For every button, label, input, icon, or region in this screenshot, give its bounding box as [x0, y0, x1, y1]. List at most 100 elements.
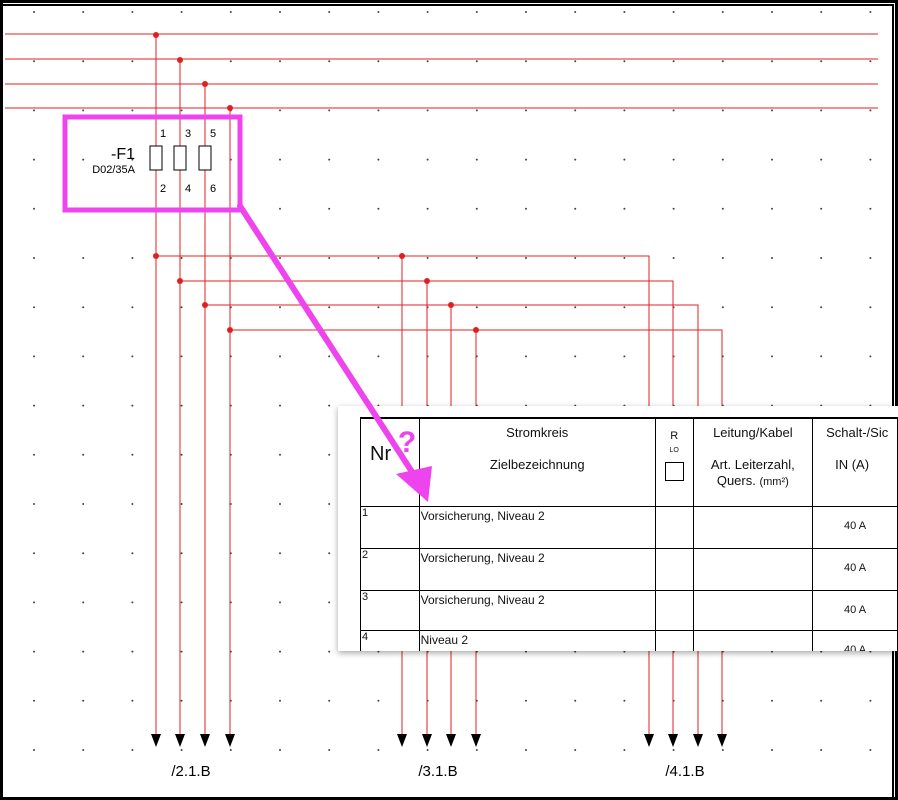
grid-dot: [525, 109, 527, 112]
terminal-label: 2: [160, 183, 166, 195]
header-leitung-unit: (mm²): [759, 476, 789, 488]
grid-dot: [82, 699, 85, 702]
table-row[interactable]: 1 Vorsicherung, Niveau 2 40 A: [360, 505, 898, 549]
row-strom[interactable]: 40 A: [812, 505, 898, 549]
row-zielbezeichnung[interactable]: Vorsicherung, Niveau 2: [418, 589, 656, 631]
grid-dot: [328, 60, 331, 63]
arrow-down-icon: [446, 734, 456, 747]
grid-dot: [279, 11, 281, 13]
grid-dot: [574, 109, 577, 112]
row-rlo[interactable]: [654, 629, 694, 651]
rlo-checkbox[interactable]: [664, 462, 684, 482]
grid-dot: [328, 503, 331, 505]
row-strom[interactable]: 40 A: [812, 629, 898, 651]
grid-dot: [180, 257, 183, 259]
row-leitung[interactable]: [692, 589, 814, 631]
row-leitung[interactable]: [692, 547, 814, 591]
grid-dot: [131, 404, 134, 407]
grid-dot: [33, 503, 35, 505]
grid-dot: [574, 749, 577, 751]
header-leitung-sub2: Quers.: [716, 473, 756, 488]
junction-dot: [227, 105, 233, 111]
header-rlo-sub: LO: [669, 447, 679, 455]
grid-dot: [574, 650, 577, 653]
grid-dot: [869, 11, 872, 13]
grid-dot: [279, 503, 281, 505]
grid-dot: [574, 11, 577, 13]
grid-dot: [426, 257, 429, 259]
table-row[interactable]: 2 Vorsicherung, Niveau 2 40 A: [360, 547, 898, 591]
grid-dot: [623, 158, 626, 161]
cross-reference[interactable]: /3.1.B: [418, 763, 457, 780]
grid-dot: [574, 257, 577, 259]
grid-dot: [623, 109, 626, 112]
junction-dot: [202, 302, 208, 308]
junction-dot: [202, 81, 208, 87]
grid-dot: [771, 109, 773, 112]
row-zielbezeichnung[interactable]: Niveau 2: [418, 629, 656, 651]
grid-dot: [82, 60, 85, 63]
grid-dot: [672, 158, 675, 161]
grid-dot: [279, 453, 281, 456]
grid-dot: [771, 749, 773, 751]
grid-dot: [180, 650, 183, 653]
grid-dot: [131, 650, 134, 653]
grid-dot: [869, 207, 872, 210]
grid-dot: [82, 601, 85, 604]
junction-dot: [177, 57, 183, 63]
grid-dot: [672, 749, 675, 751]
grid-dot: [623, 207, 626, 210]
fuse-rating: D02/35A: [92, 164, 135, 176]
grid-dot: [771, 699, 773, 702]
grid-dot: [131, 257, 134, 259]
row-leitung[interactable]: [692, 629, 814, 651]
bus-bars: [5, 33, 878, 109]
grid-dot: [820, 699, 823, 702]
grid-dot: [377, 109, 380, 112]
grid-dot: [279, 257, 281, 259]
grid-dot: [377, 158, 380, 161]
grid-dot: [721, 306, 724, 309]
terminal-label: 6: [210, 183, 216, 195]
grid-dot: [525, 355, 527, 358]
header-zielbezeichnung-label: Zielbezeichnung: [489, 457, 585, 472]
junction-dot: [153, 253, 159, 259]
arrow-down-icon: [151, 734, 161, 747]
grid-dot: [475, 11, 478, 13]
grid-dot: [82, 109, 85, 112]
grid-dot: [82, 257, 85, 259]
cross-reference[interactable]: /2.1.B: [171, 763, 210, 780]
cross-reference[interactable]: /4.1.B: [665, 763, 704, 780]
row-strom[interactable]: 40 A: [812, 547, 898, 591]
row-rlo[interactable]: [654, 589, 694, 631]
grid-dot: [82, 552, 85, 555]
grid-dot: [771, 158, 773, 161]
table-row[interactable]: 3 Vorsicherung, Niveau 2 40 A: [360, 589, 898, 631]
grid-dot: [328, 699, 331, 702]
row-leitung[interactable]: [692, 505, 814, 549]
grid-dot: [82, 355, 85, 358]
table-row[interactable]: 4 Niveau 2 40 A: [360, 629, 898, 651]
grid-dot: [377, 11, 380, 13]
row-rlo[interactable]: [654, 505, 694, 549]
row-zielbezeichnung[interactable]: Vorsicherung, Niveau 2: [418, 505, 656, 549]
row-rlo[interactable]: [654, 547, 694, 591]
row-nr: 3: [360, 589, 420, 631]
grid-dot: [771, 355, 773, 358]
header-schalt-label: Schalt-/Sic: [826, 425, 889, 440]
grid-dot: [131, 60, 134, 63]
grid-dot: [279, 650, 281, 653]
grid-dot: [328, 109, 331, 112]
grid-dot: [475, 60, 478, 63]
row-strom[interactable]: 40 A: [812, 589, 898, 631]
row-nr: 1: [360, 505, 420, 549]
grid-dot: [279, 355, 281, 358]
grid-dot: [229, 11, 232, 13]
grid-dot: [721, 109, 724, 112]
row-zielbezeichnung[interactable]: Vorsicherung, Niveau 2: [418, 547, 656, 591]
grid-dot: [131, 749, 134, 751]
grid-dot: [672, 11, 675, 13]
grid-dot: [721, 207, 724, 210]
grid-dot: [475, 257, 478, 259]
